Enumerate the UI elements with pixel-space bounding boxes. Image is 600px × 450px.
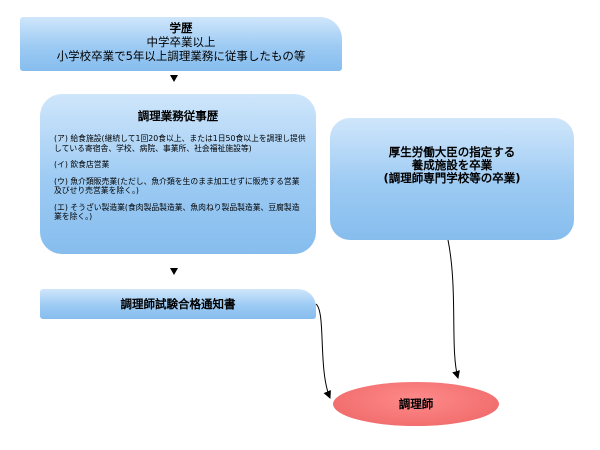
certificate-title: 調理師試験合格通知書 [120, 297, 236, 311]
education-line-2: 小学校卒業で5年以上調理業務に従事したもの等 [56, 49, 306, 63]
connector-certificate-to-result [315, 303, 331, 399]
training-line-1: 厚生労働大臣の指定する [388, 145, 516, 159]
education-title: 学歴 [169, 21, 193, 35]
training-box: 厚生労働大臣の指定する 養成施設を卒業 (調理師専門学校等の卒業) [330, 118, 574, 240]
education-box: 学歴 中学卒業以上 小学校卒業で5年以上調理業務に従事したもの等 [20, 17, 342, 71]
certificate-box: 調理師試験合格通知書 [40, 289, 316, 319]
experience-item: (ウ) 魚介類販売業(ただし、魚介類を生のまま加工せずに販売する営業及びせり売営… [54, 176, 300, 196]
experience-title: 調理業務従事歴 [137, 109, 219, 123]
result-ellipse: 調理師 [333, 382, 499, 426]
arrow-down-icon [170, 268, 178, 275]
experience-item: (ア) 給食施設(継続して1回20食以上、または1日50食以上を調理し提供してい… [54, 134, 306, 153]
experience-item: (エ) そうざい製造業(食肉製品製造業、魚肉ねり製品製造業、豆腐製造業を除く。) [54, 202, 300, 222]
training-line-2: 養成施設を卒業 [411, 158, 493, 172]
result-label: 調理師 [398, 397, 434, 411]
education-line-1: 中学卒業以上 [146, 35, 216, 49]
experience-box: 調理業務従事歴 (ア) 給食施設(継続して1回20食以上、または1日50食以上を… [40, 94, 316, 254]
training-line-3: (調理師専門学校等の卒業) [383, 171, 521, 185]
connector-training-to-result [447, 239, 460, 379]
experience-item: (イ) 飲食店営業 [54, 160, 110, 169]
arrow-down-icon [170, 75, 178, 82]
